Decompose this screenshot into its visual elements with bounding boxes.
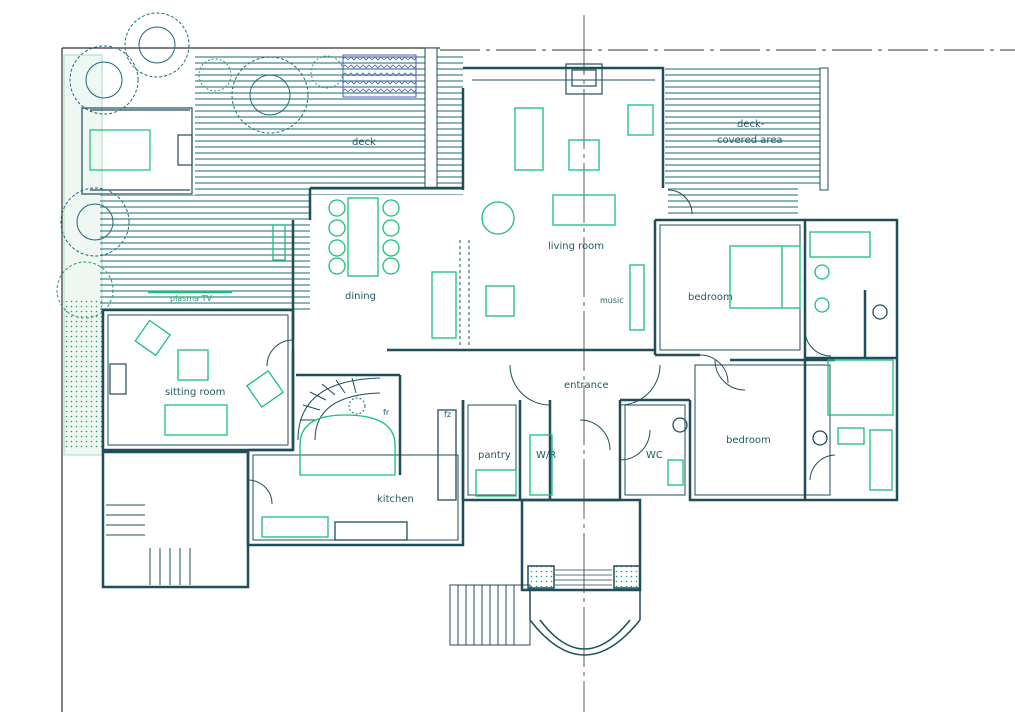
label-kitchen: kitchen — [377, 494, 414, 505]
label-wr: W/R — [536, 450, 556, 461]
label-deck: deck — [352, 137, 376, 148]
label-entrance: entrance — [564, 380, 609, 391]
label-pantry: pantry — [478, 450, 511, 461]
trees — [56, 12, 344, 319]
label-deck-covered-2: covered area — [717, 135, 783, 146]
dining-table — [347, 197, 379, 277]
landscaping — [63, 54, 103, 456]
label-freezer: fz — [444, 410, 451, 419]
label-sitting-room: sitting room — [165, 387, 225, 398]
label-dining: dining — [345, 291, 376, 302]
spiral-stair — [297, 377, 381, 441]
label-wc: WC — [646, 450, 663, 461]
label-music: music — [600, 296, 624, 305]
fireplaces — [109, 63, 603, 395]
furniture — [134, 104, 894, 541]
sofa — [514, 107, 544, 171]
coffee-table — [481, 201, 515, 235]
walls — [101, 66, 899, 592]
label-bedroom-main: bedroom — [688, 292, 733, 303]
label-fridge: fr — [383, 408, 390, 417]
pool — [342, 54, 417, 98]
label-bedroom-second: bedroom — [726, 435, 771, 446]
label-living-room: living room — [548, 241, 604, 252]
sitting-sofa — [164, 404, 228, 436]
side-stair — [106, 504, 531, 646]
inner-wall-lines — [107, 224, 831, 541]
doors — [247, 189, 836, 505]
label-plasma-tv: plasma TV — [170, 294, 212, 303]
label-deck-covered-1: deck- — [737, 119, 765, 130]
bed — [729, 245, 801, 309]
